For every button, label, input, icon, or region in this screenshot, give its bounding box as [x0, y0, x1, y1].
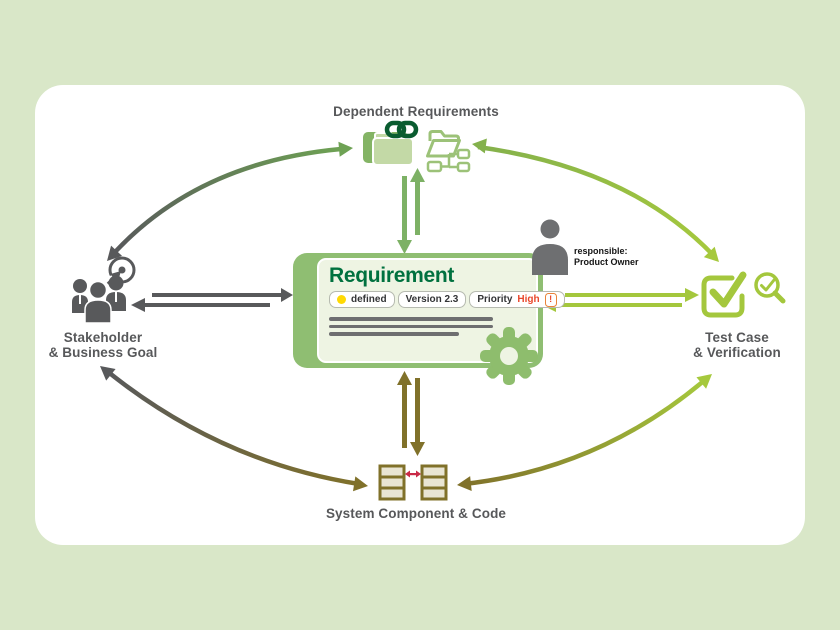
arrow-requirement-component [397, 371, 425, 456]
label-dependent-requirements: Dependent Requirements [333, 104, 499, 119]
requirement-title: Requirement [329, 264, 455, 287]
arrow-stakeholder-component [100, 366, 368, 492]
priority-badge: Priority High ! [469, 291, 565, 308]
folder-hierarchy-icon [426, 130, 471, 173]
badge-row: defined Version 2.3 Priority High ! [329, 291, 565, 308]
arrow-requirement-testcase [542, 288, 699, 312]
priority-value: High [517, 294, 540, 305]
checkbox-check-icon [701, 271, 747, 318]
label-test-case: Test Case & Verification [693, 330, 781, 360]
arrow-dependent-testcase [472, 138, 719, 262]
version-badge: Version 2.3 [397, 291, 467, 308]
stakeholder-group-icon [72, 256, 136, 324]
status-dot-icon [337, 295, 346, 304]
magnifier-check-icon [754, 272, 786, 304]
requirement-text-lines [329, 317, 536, 336]
label-system-component: System Component & Code [325, 506, 507, 521]
responsible-label: responsible: Product Owner [574, 246, 639, 267]
arrow-stakeholder-requirement [131, 288, 293, 312]
label-stakeholder: Stakeholder & Business Goal [48, 330, 158, 360]
gear-icon [480, 327, 538, 385]
priority-alert-icon: ! [544, 292, 557, 307]
arrow-requirement-dependent [397, 168, 425, 254]
testcase-icons [701, 271, 786, 318]
chain-link-icon [384, 120, 419, 139]
arrow-component-testcase [457, 374, 712, 491]
status-badge: defined [329, 291, 395, 308]
linked-requirements-icon [363, 120, 471, 173]
component-icon [378, 464, 448, 501]
arrow-stakeholder-dependent [107, 141, 353, 261]
person-icon [532, 219, 568, 275]
component-link-arrow [405, 470, 421, 478]
